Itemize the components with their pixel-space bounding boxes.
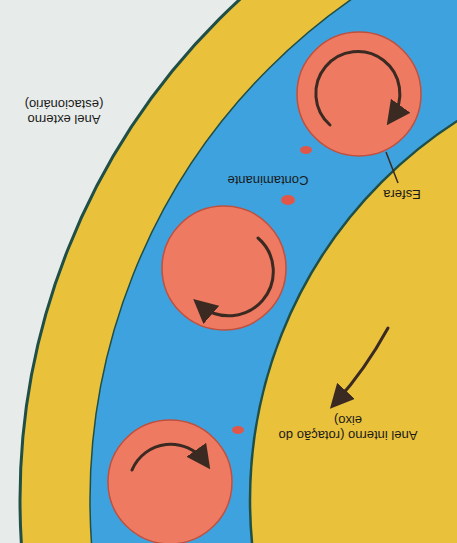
ball [162,206,286,330]
ball-label: Esfera [372,186,432,201]
contaminant-particle [281,195,295,205]
rotation-arrow [316,52,400,125]
contaminant-label: Contaminante [218,172,318,187]
ball [297,32,421,156]
contaminant-particle [232,426,244,434]
rotation-arrow [200,238,273,316]
outer-ring-label: Anel externo (estacionário) [14,96,114,126]
leader-line [386,152,398,183]
raceway [90,0,457,543]
contaminant-particle [300,146,312,154]
shaft-rotation-arrow [336,328,388,402]
ball [108,420,232,543]
inner-ring-label: Anel interno (rotação do eixo) [278,412,418,442]
outer-ring [20,0,457,543]
rotation-arrow [132,444,205,470]
